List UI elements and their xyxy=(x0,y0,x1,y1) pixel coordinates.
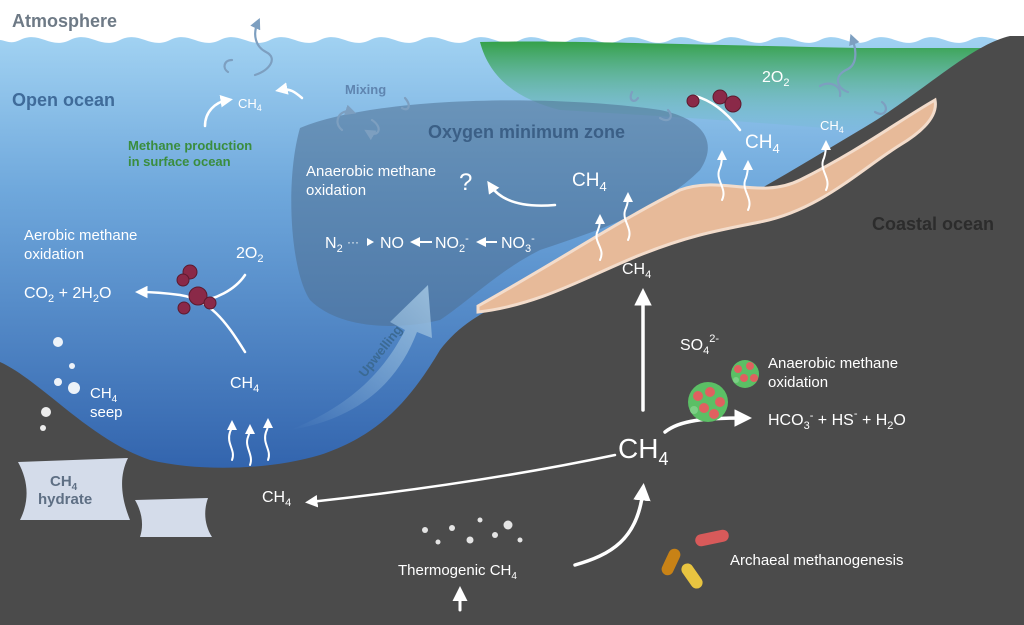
aerobic-microbes xyxy=(176,264,217,315)
mixing-loop-4 xyxy=(658,108,672,122)
o2-surface-coastal: 2O2 xyxy=(762,69,789,89)
dots-arrow: ··· xyxy=(347,235,359,249)
mixing-label: Mixing xyxy=(345,82,386,97)
no2-label: NO2- xyxy=(435,233,469,255)
hydrate-block-2 xyxy=(135,498,212,537)
oxygen-minimum-zone xyxy=(291,100,708,326)
atmosphere-sky xyxy=(0,0,1024,43)
archaea-rod-yellow xyxy=(681,563,703,589)
seafloor xyxy=(0,36,1024,625)
release-loop-open-ocean-small xyxy=(223,58,234,74)
hydrate-label: hydrate xyxy=(38,491,92,508)
ch4-coastal-surface: CH4 xyxy=(745,132,780,156)
nitrogen-chain: N2 ··· NO NO2- NO3- xyxy=(325,233,535,255)
sediment-layer xyxy=(476,97,937,314)
anaerobic-oxidation-sediment-label: Anaerobic methane oxidation xyxy=(768,355,902,391)
aerobic-oxidation-label: Aerobic methane oxidation xyxy=(24,227,142,263)
anaerobic-oxidation-water-label: Anaerobic methane oxidation xyxy=(306,163,440,199)
ch4-deep-label: CH4 xyxy=(618,433,668,469)
mixing-loop-2 xyxy=(364,118,380,141)
mixing-loop-3 xyxy=(400,96,410,111)
release-loop-coastal-1 xyxy=(836,33,860,94)
no3-label: NO3- xyxy=(501,233,535,255)
sediment-flux-1 xyxy=(594,214,605,261)
surface-algae-band xyxy=(480,41,1000,150)
release-loop-open-ocean xyxy=(250,18,273,77)
hydrate-block-1 xyxy=(18,458,130,520)
anaerobic-consortium-2 xyxy=(688,382,728,422)
coastal-ocean-label: Coastal ocean xyxy=(872,214,994,234)
sediment-flux-2 xyxy=(622,192,633,241)
flow-surface-production xyxy=(203,94,233,128)
ch4-omz-label: CH4 xyxy=(572,170,607,194)
hco3-products: HCO3- + HS- + H2O xyxy=(768,408,906,432)
sediment-flux-4 xyxy=(742,160,753,211)
o2-aerobic: 2O2 xyxy=(236,245,263,265)
archaeal-label: Archaeal methanogenesis xyxy=(730,552,903,569)
mixing-loop-5 xyxy=(629,90,640,102)
seep-flux-3 xyxy=(262,418,273,461)
ch4-hydrate-label: CH4 xyxy=(50,473,78,493)
n2-label: N2 xyxy=(325,235,343,255)
open-ocean-label: Open ocean xyxy=(12,90,115,110)
flow-deep-to-ch4-bottom xyxy=(305,453,617,508)
seep-flux-2 xyxy=(244,424,255,466)
sediment-flux-5 xyxy=(820,140,831,191)
dots-arrow-head xyxy=(367,238,374,246)
seep-flux-1 xyxy=(226,420,237,461)
methane-production-label: Methane production in surface ocean xyxy=(128,138,256,169)
archaea-rod-orange xyxy=(661,548,681,576)
seep-bubbles xyxy=(40,337,80,431)
mixing-loop-1 xyxy=(336,104,357,132)
atmosphere-label: Atmosphere xyxy=(12,11,117,31)
seep-label: seep xyxy=(90,404,123,421)
so4-label: SO42- xyxy=(680,333,719,357)
flow-upwelling-ch4 xyxy=(693,94,742,132)
release-loop-coastal-3 xyxy=(818,82,842,98)
sediment-flux-3 xyxy=(716,150,727,201)
release-loop-coastal-2 xyxy=(873,100,888,115)
archaea-rod-red xyxy=(695,529,729,547)
thermogenic-label: Thermogenic CH4 xyxy=(398,562,517,582)
ch4-bottom-label: CH4 xyxy=(262,489,291,509)
flow-anaerobic-water xyxy=(487,180,557,207)
flow-aerobic-oxidation xyxy=(135,285,247,354)
upwelling-arrow xyxy=(290,285,432,430)
surface-microbes xyxy=(686,89,742,113)
anaerobic-consortium-1 xyxy=(731,360,759,388)
flow-thermogenic-up xyxy=(573,483,651,567)
thermogenic-bubbles xyxy=(422,517,523,545)
flow-surface-production-2 xyxy=(275,82,304,100)
flow-aom-sediment xyxy=(663,409,752,434)
ch4-water-column-open: CH4 xyxy=(230,375,259,395)
ch4-sediment-label: CH4 xyxy=(622,261,651,281)
ch4-seep-label: CH4 xyxy=(90,385,118,405)
ch4-surface-open: CH4 xyxy=(238,96,262,113)
question-mark: ? xyxy=(459,169,472,196)
co2-product: CO2 + 2H2O xyxy=(24,285,111,305)
ch4-coastal-small: CH4 xyxy=(820,118,844,135)
no-label: NO xyxy=(380,235,404,252)
omz-label: Oxygen minimum zone xyxy=(428,122,625,142)
